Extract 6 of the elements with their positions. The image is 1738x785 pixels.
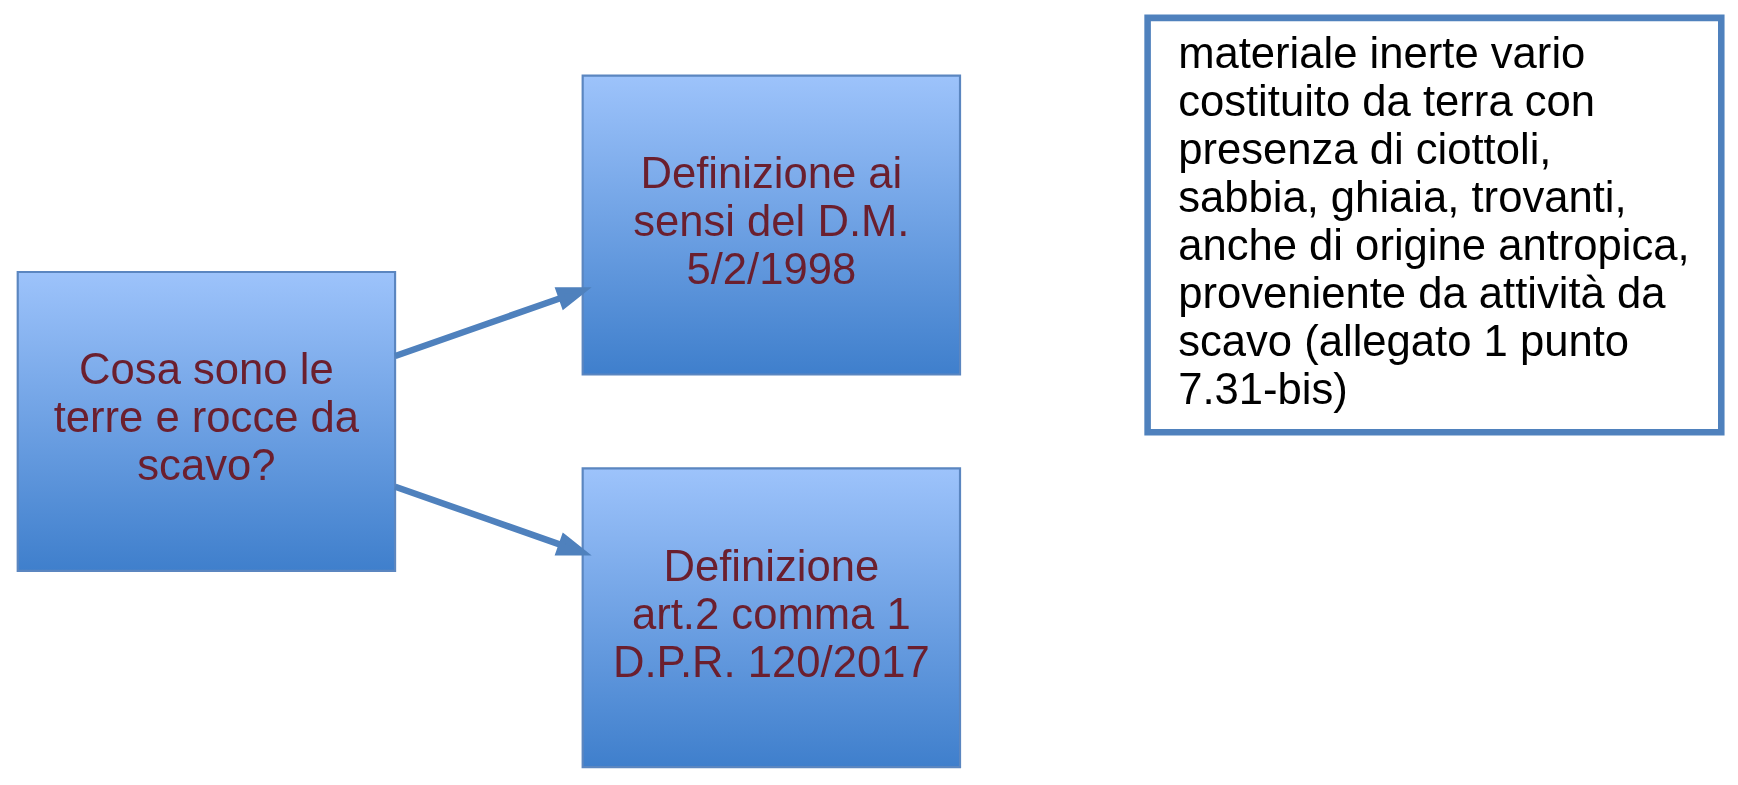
node-box: Definizione ai sensi del D.M. 5/2/1998 xyxy=(581,74,961,376)
arrow xyxy=(393,287,592,360)
node-box: Cosa sono le terre e rocce da scavo? xyxy=(16,270,396,572)
node-box: Definizione art.2 comma 1 D.P.R. 120/2017 xyxy=(581,467,961,769)
arrow xyxy=(393,483,592,556)
node-box: materiale inerte vario costituito da terra con presenza di ciottoli, sabbia, ghiaia, trovanti, anche di origine antropica, proveniente da attività da scavo (allegato 1 punto 7.31-bis) xyxy=(1143,14,1725,436)
